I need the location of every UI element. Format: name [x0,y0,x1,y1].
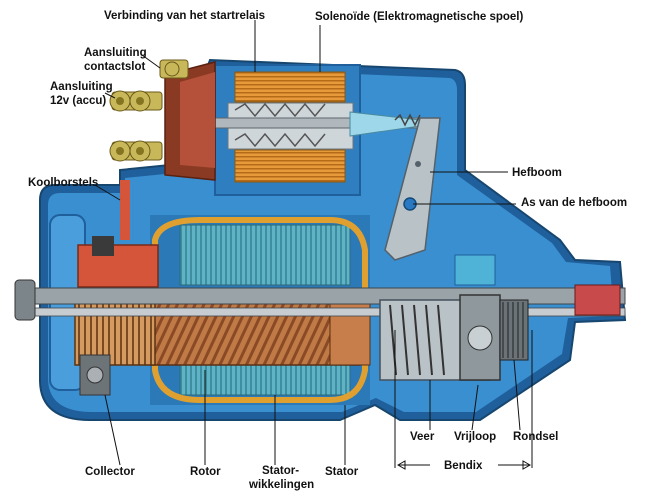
front-bushing [454,254,496,286]
lever-spring [394,113,421,127]
label-as-van-de-hefboom: As van de hefboom [521,197,627,209]
label-verbinding: Verbinding van het startrelais [104,10,265,22]
label-rotor: Rotor [190,466,221,478]
leader-lines [94,20,533,468]
bendix-dimension [396,460,532,470]
label-accu-line2: 12v (accu) [50,95,106,107]
label-contactslot-line2: contactslot [84,61,146,73]
solenoid-assembly [199,64,421,196]
labels: Verbinding van het startrelais Solenoïde… [28,10,627,491]
label-vrijloop: Vrijloop [454,431,496,443]
pinion-nose [574,284,621,316]
label-stator-wikkelingen-line1: Stator- [262,465,299,477]
label-rondsel: Rondsel [513,431,558,443]
shaft [14,279,626,321]
label-accu-line1: Aansluiting [50,81,113,93]
label-solenoide: Solenoïde (Elektromagnetische spoel) [315,11,523,23]
label-stator-wikkelingen-line2: wikkelingen [248,479,314,491]
label-contactslot-line1: Aansluiting [84,47,147,59]
label-collector: Collector [85,466,135,478]
lever [384,117,441,261]
label-veer: Veer [410,431,435,443]
bendix-assembly [379,294,529,381]
brush-holder [77,180,159,396]
label-stator: Stator [325,466,359,478]
label-hefboom: Hefboom [512,167,562,179]
terminal-block [164,61,216,181]
terminal-bolts [109,59,189,162]
label-koolborstels: Koolborstels [28,177,98,189]
label-bendix: Bendix [444,460,483,472]
